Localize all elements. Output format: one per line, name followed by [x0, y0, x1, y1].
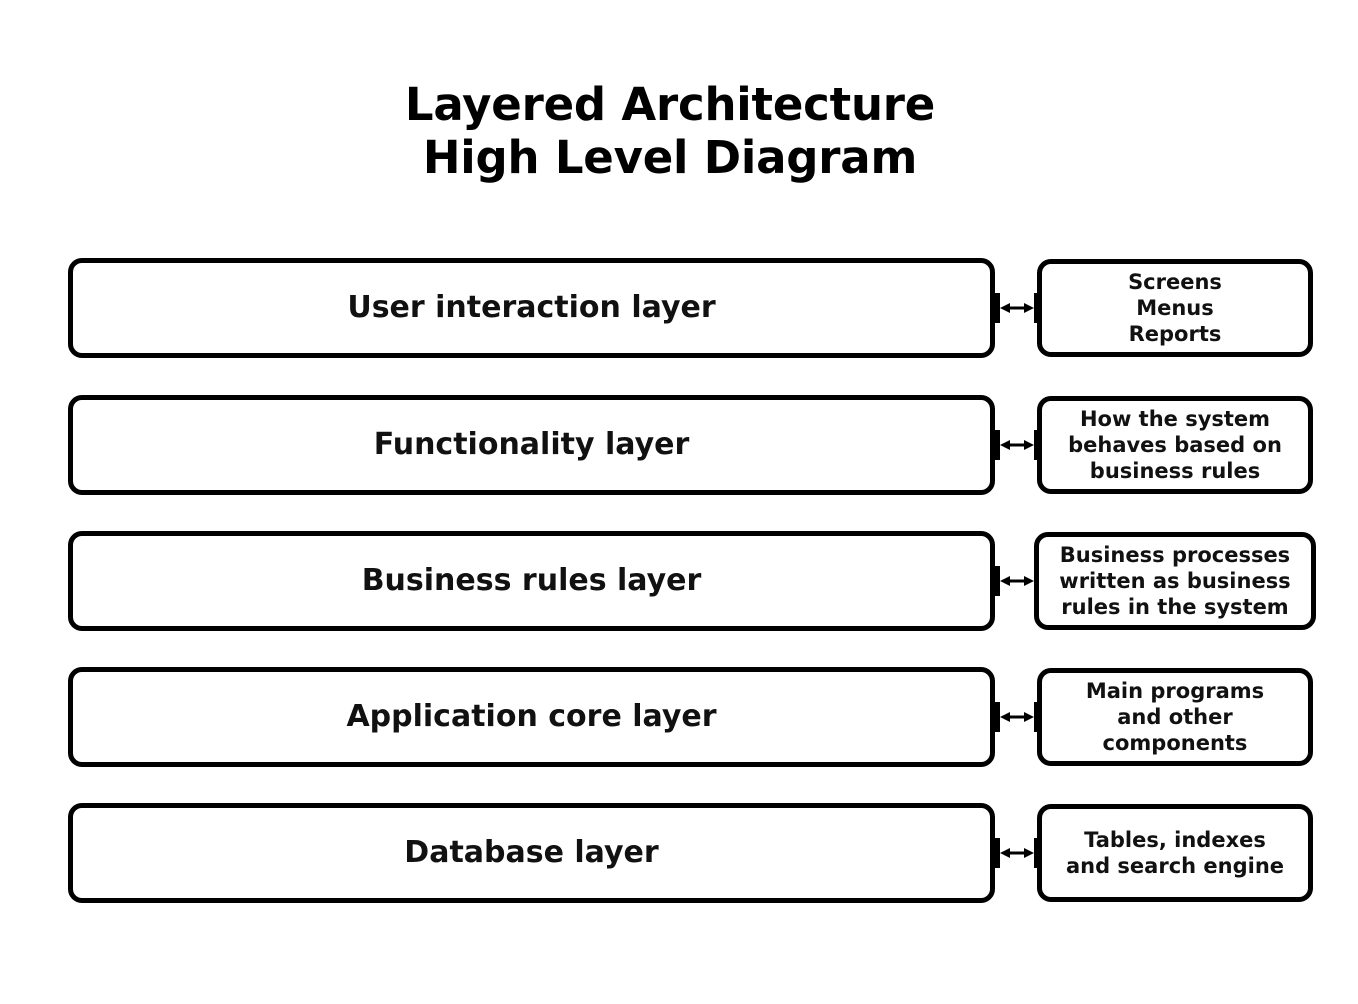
page-title-line-2: High Level Diagram	[422, 131, 918, 184]
note-box-user-interaction[interactable]: Screens Menus Reports	[1037, 259, 1313, 357]
layer-row-4: Application core layer Main programs and…	[0, 667, 1358, 767]
layer-box-functionality[interactable]: Functionality layer	[68, 395, 995, 495]
layer-box-database[interactable]: Database layer	[68, 803, 995, 903]
note-line: How the system	[1079, 407, 1271, 431]
layer-label: User interaction layer	[347, 290, 716, 325]
bidirectional-arrow-icon	[995, 701, 1039, 733]
page-title: Layered Architecture High Level Diagram	[0, 78, 1340, 184]
note-line: Menus	[1136, 296, 1214, 320]
note-line: rules in the system	[1061, 595, 1289, 619]
note-line: behaves based on	[1068, 433, 1282, 457]
layer-label: Business rules layer	[361, 563, 702, 598]
layer-row-3: Business rules layer Business processes …	[0, 531, 1358, 631]
note-line: business rules	[1089, 459, 1261, 483]
note-line: Business processes	[1059, 543, 1291, 567]
layer-label: Database layer	[404, 835, 659, 870]
page-title-line-1: Layered Architecture	[404, 78, 936, 131]
layer-box-application-core[interactable]: Application core layer	[68, 667, 995, 767]
note-text: Screens Menus Reports	[1124, 269, 1226, 347]
layer-box-business-rules[interactable]: Business rules layer	[68, 531, 995, 631]
note-text: How the system behaves based on business…	[1064, 406, 1286, 484]
note-box-business-rules[interactable]: Business processes written as business r…	[1034, 532, 1316, 630]
note-box-database[interactable]: Tables, indexes and search engine	[1037, 804, 1313, 902]
layer-row-5: Database layer Tables, indexes and searc…	[0, 803, 1358, 903]
layer-row-1: User interaction layer Screens Menus Rep…	[0, 258, 1358, 358]
layer-label: Application core layer	[346, 699, 717, 734]
note-line: written as business	[1059, 569, 1291, 593]
note-text: Tables, indexes and search engine	[1062, 827, 1288, 879]
layer-box-user-interaction[interactable]: User interaction layer	[68, 258, 995, 358]
note-box-functionality[interactable]: How the system behaves based on business…	[1037, 396, 1313, 494]
note-text: Business processes written as business r…	[1055, 542, 1294, 620]
note-line: Screens	[1128, 270, 1222, 294]
note-line: Tables, indexes	[1084, 828, 1266, 852]
note-line: and search engine	[1065, 854, 1285, 878]
bidirectional-arrow-icon	[995, 565, 1039, 597]
bidirectional-arrow-icon	[995, 292, 1039, 324]
note-text: Main programs and other components	[1082, 678, 1268, 756]
layer-row-2: Functionality layer How the system behav…	[0, 395, 1358, 495]
bidirectional-arrow-icon	[995, 837, 1039, 869]
note-line: Main programs	[1085, 679, 1265, 703]
note-box-application-core[interactable]: Main programs and other components	[1037, 668, 1313, 766]
note-line: Reports	[1128, 322, 1222, 346]
layer-label: Functionality layer	[373, 427, 690, 462]
bidirectional-arrow-icon	[995, 429, 1039, 461]
note-line: and other	[1117, 705, 1233, 729]
note-line: components	[1102, 731, 1248, 755]
